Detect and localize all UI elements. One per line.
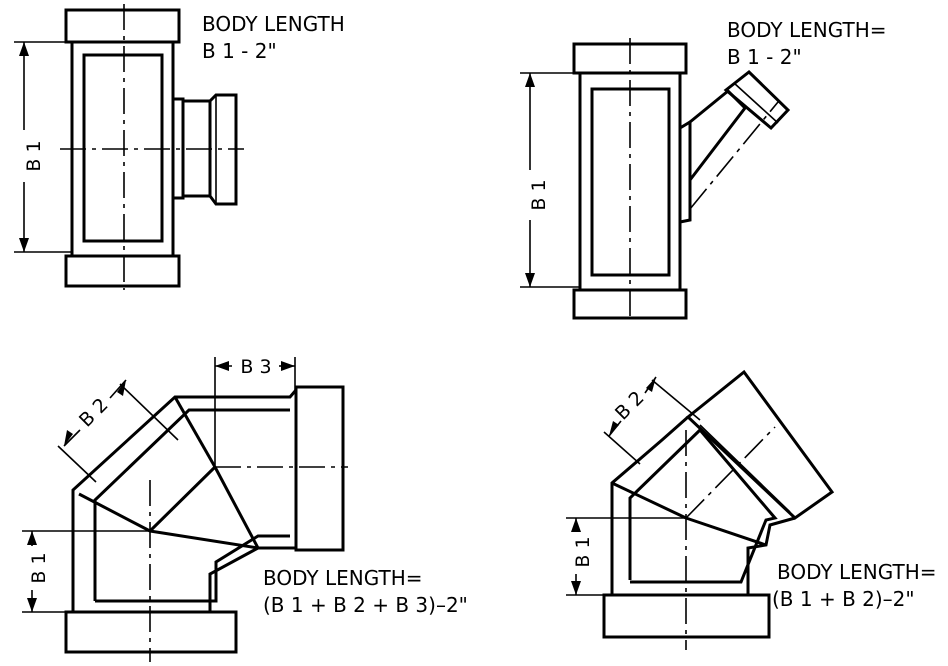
- wye-fitting: B 1 BODY LENGTH= B 1 - 2": [520, 18, 887, 322]
- tee-dim-b1: B 1: [23, 140, 45, 171]
- elbow90-dim-b1: B 1: [28, 552, 50, 583]
- elbow45-dim-b1: B 1: [572, 536, 594, 567]
- wye-body-length-formula: B 1 - 2": [727, 45, 802, 69]
- wye-body-length-label: BODY LENGTH=: [727, 18, 887, 42]
- tee-fitting: B 1 BODY LENGTH B 1 - 2": [14, 4, 345, 290]
- elbow45-dim-b2: B 2: [611, 387, 649, 425]
- elbow90-dim-b3: B 3: [240, 356, 271, 378]
- elbow90-body-length-formula: (B 1 + B 2 + B 3)–2": [263, 593, 468, 617]
- elbow-45-fitting: B 2 B 1 BODY LENGTH= (B 1 + B 2)–2": [566, 369, 937, 650]
- tee-body-length-formula: B 1 - 2": [202, 39, 277, 63]
- elbow45-body-length-formula: (B 1 + B 2)–2": [772, 587, 915, 611]
- elbow45-body-length-label: BODY LENGTH=: [777, 560, 937, 584]
- elbow90-body-length-label: BODY LENGTH=: [263, 566, 423, 590]
- elbow-90-fitting: B 3 B 2 B 1 BODY LENGTH= (B 1 + B 2 + B …: [22, 356, 468, 662]
- elbow90-dim-b2: B 2: [75, 394, 113, 432]
- wye-dim-b1: B 1: [528, 179, 550, 210]
- tee-body-length-label: BODY LENGTH: [202, 12, 345, 36]
